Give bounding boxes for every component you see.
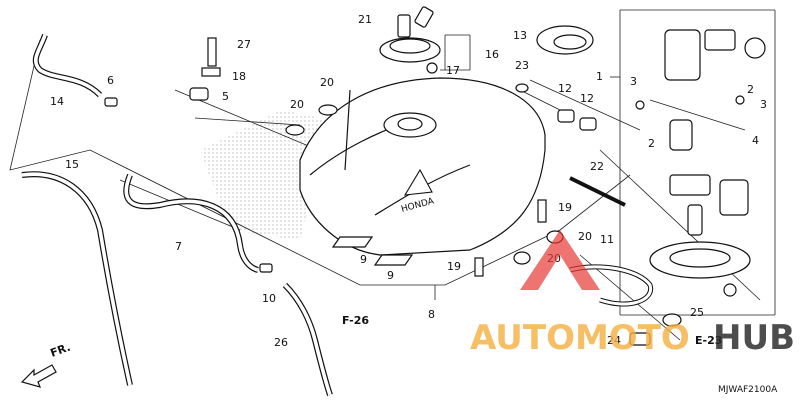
part-label-24: 24 xyxy=(607,334,621,347)
watermark-text-b: HUB xyxy=(713,318,795,358)
part-label-10: 10 xyxy=(262,292,276,305)
watermark-text-a: AUTOMOTO xyxy=(470,318,690,358)
fuel-cap xyxy=(379,6,441,74)
part-label-27: 27 xyxy=(237,38,251,51)
part-label-23: 23 xyxy=(515,59,529,72)
part-label-12: 12 xyxy=(558,82,572,95)
part-label-18: 18 xyxy=(232,70,246,83)
part-label-25: 25 xyxy=(690,306,704,319)
hoses xyxy=(21,33,654,396)
part-label-4: 4 xyxy=(752,134,759,147)
fuel-tank: HONDA xyxy=(299,77,546,256)
part-label-22: 22 xyxy=(590,160,604,173)
part-label-20b: 20 xyxy=(320,76,334,89)
fuel-pump-assembly xyxy=(635,29,766,297)
part-label-17: 17 xyxy=(446,64,460,77)
fuel-pump-ring xyxy=(536,25,594,55)
part-label-21: 21 xyxy=(358,13,372,26)
drawing-code: MJWAF2100A xyxy=(718,385,778,395)
part-label-8: 8 xyxy=(428,308,435,321)
part-label-5: 5 xyxy=(222,90,229,103)
part-label-11: 11 xyxy=(600,233,614,246)
part-label-20: 20 xyxy=(290,98,304,111)
part-label-19: 19 xyxy=(558,201,572,214)
part-label-2b: 2 xyxy=(747,83,754,96)
reference-f26: F-26 xyxy=(342,314,369,327)
watermark: AUTOMOTO HUB xyxy=(470,230,795,358)
part-label-7: 7 xyxy=(175,240,182,253)
watermark-logo-icon xyxy=(520,230,600,290)
part-label-14: 14 xyxy=(50,95,64,108)
part-label-26: 26 xyxy=(274,336,288,349)
part-label-2: 2 xyxy=(648,137,655,150)
part-label-13: 13 xyxy=(513,29,527,42)
fittings xyxy=(104,37,682,346)
part-label-3: 3 xyxy=(630,75,637,88)
part-label-15: 15 xyxy=(65,158,79,171)
part-label-19b: 19 xyxy=(447,260,461,273)
front-direction-label: FR. xyxy=(49,341,73,360)
part-label-9: 9 xyxy=(360,253,367,266)
part-label-20c: 20 xyxy=(578,230,592,243)
part-label-16: 16 xyxy=(485,48,499,61)
part-label-1: 1 xyxy=(596,70,603,83)
tank-shadow xyxy=(200,110,330,240)
wing-logo-icon xyxy=(403,168,433,196)
part-label-3b: 3 xyxy=(760,98,767,111)
front-direction-arrow-icon xyxy=(20,364,57,388)
part-label-9b: 9 xyxy=(387,269,394,282)
part-label-6: 6 xyxy=(107,74,114,87)
part-label-12b: 12 xyxy=(580,92,594,105)
reference-e23: E-23 xyxy=(695,334,722,347)
part-labels: 1 2 2 3 3 4 5 6 7 8 9 9 10 11 12 12 13 1… xyxy=(50,13,767,349)
